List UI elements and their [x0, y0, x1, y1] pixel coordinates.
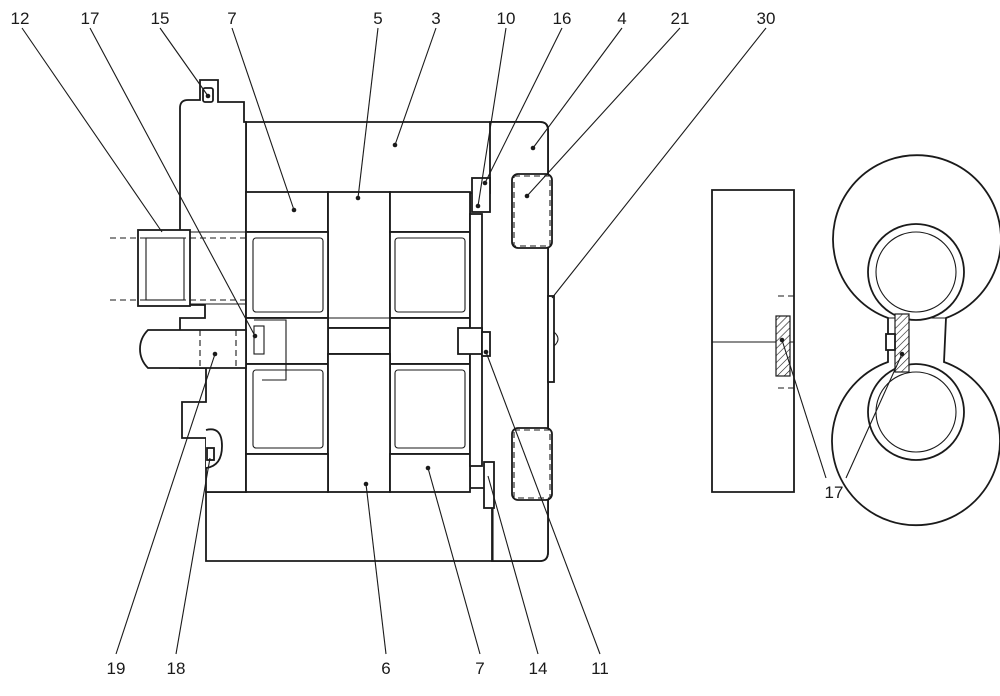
leader-5 [357, 27, 379, 199]
callout-3: 3 [431, 9, 440, 28]
lower-needle-left [252, 369, 324, 449]
callout-18: 18 [167, 659, 186, 678]
gear-shaft-link [327, 327, 391, 355]
callout-7-top: 7 [227, 9, 236, 28]
callout-12: 12 [11, 9, 30, 28]
drive-gear [327, 191, 391, 329]
callout-16: 16 [553, 9, 572, 28]
lower-bearing-right [389, 363, 471, 455]
leader-3 [394, 27, 437, 146]
leader-7-bottom [427, 467, 481, 655]
upper-needle-left [252, 237, 324, 313]
upper-bore-inner [875, 231, 957, 313]
lower-needle-right [394, 369, 466, 449]
end-view [831, 154, 1000, 527]
callout-5: 5 [373, 9, 382, 28]
driven-gear [327, 353, 391, 493]
lower-bolt-boss [511, 427, 553, 501]
callout-30: 30 [757, 9, 776, 28]
end-view-outline [831, 154, 1000, 527]
leader-17 [89, 27, 256, 337]
lower-bushing-right [389, 453, 471, 493]
callout-4: 4 [617, 9, 626, 28]
callout-6: 6 [381, 659, 390, 678]
lower-bore-outer [867, 363, 965, 461]
leader-18 [175, 457, 211, 655]
leader-21 [526, 27, 681, 197]
side-view-body [711, 189, 795, 493]
side-view-seal [775, 315, 791, 377]
lower-seal-ring [483, 461, 495, 509]
callout-17-side: 17 [825, 483, 844, 502]
callout-19: 19 [107, 659, 126, 678]
leader-17-side-a [781, 339, 827, 479]
leader-10 [477, 27, 507, 207]
callout-labels: 12 17 15 7 5 3 10 16 4 21 30 19 18 6 7 1… [11, 9, 844, 678]
leader-7-top [231, 27, 295, 211]
leader-16 [484, 27, 563, 184]
leader-19 [115, 353, 216, 655]
callout-7-bottom: 7 [475, 659, 484, 678]
leader-6 [365, 483, 387, 655]
leader-11 [485, 351, 601, 655]
upper-bolt-boss [511, 173, 553, 249]
leader-14 [487, 475, 539, 655]
callout-21: 21 [671, 9, 690, 28]
center-pin [457, 327, 483, 355]
nameplate [547, 295, 555, 383]
front-cover [179, 79, 247, 493]
side-view [711, 189, 827, 493]
callout-10: 10 [497, 9, 516, 28]
callout-11: 11 [591, 659, 609, 678]
end-view-pin [885, 333, 896, 351]
upper-seal-ring [471, 177, 491, 213]
leader-30 [551, 27, 767, 299]
input-shaft [139, 329, 247, 369]
end-view-seal [894, 313, 910, 373]
inlet-fitting [137, 229, 191, 307]
nameplate-rivet [553, 331, 559, 347]
shaft-seal [253, 325, 265, 355]
upper-bolt-hidden [513, 175, 551, 247]
leader-17-side-b [845, 353, 903, 479]
leader-15 [159, 27, 209, 97]
main-section-view [21, 27, 767, 655]
drain-plug-bottom [206, 447, 215, 461]
leader-4 [532, 27, 623, 149]
upper-bushing-left [245, 191, 329, 233]
upper-bearing-right [389, 231, 471, 319]
callout-17: 17 [81, 9, 100, 28]
upper-bore-outer [867, 223, 965, 321]
upper-needle-right [394, 237, 466, 313]
lower-bolt-hidden [513, 429, 551, 499]
lower-bearing-left [245, 363, 329, 455]
callout-14: 14 [529, 659, 548, 678]
upper-bearing-left [245, 231, 329, 319]
lower-bushing-left [245, 453, 329, 493]
center-pin-head [481, 331, 491, 357]
shaft-seal-outline [254, 319, 287, 381]
middle-seal-left [245, 317, 329, 365]
upper-bushing-right [389, 191, 471, 233]
callout-15: 15 [151, 9, 170, 28]
leader-12 [21, 27, 163, 233]
